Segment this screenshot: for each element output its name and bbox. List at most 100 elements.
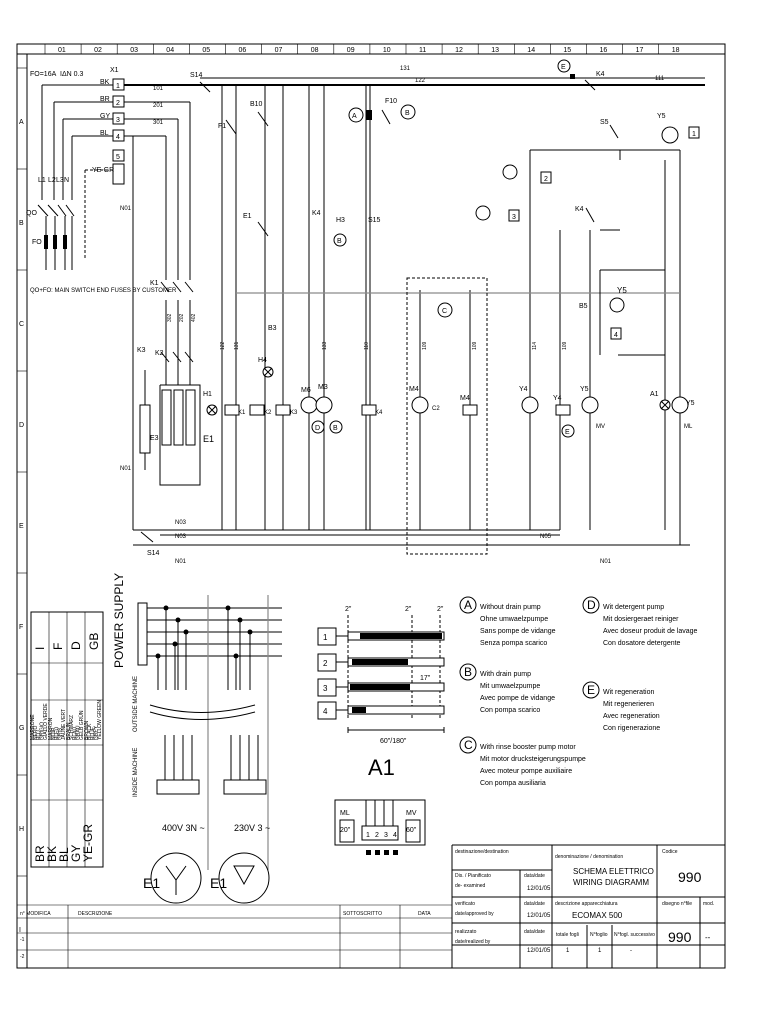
timing-row-2-bar: [352, 659, 408, 665]
power-supply-diagram: POWER SUPPLY OUTSIDE MACHINE INSIDE MACH…: [112, 573, 282, 904]
wire-bl-label: BL: [100, 130, 109, 137]
color-table-header-I: I: [33, 647, 47, 650]
timer-contact-box-1: [688, 126, 700, 139]
lamp-h3-label: A1: [650, 391, 659, 398]
column-header-16: 16: [600, 47, 608, 54]
svg-text:109: 109: [422, 341, 428, 350]
legend-key-A: A: [464, 598, 472, 612]
timer-contact-2: 2: [375, 832, 379, 839]
wire-201-label: 201: [153, 103, 164, 109]
column-header-11: 11: [419, 47, 426, 54]
legend-text-C-3: Con pompa ausiliaria: [480, 780, 546, 787]
legend-text-B-2: Avec pompe de vidange: [480, 695, 555, 702]
tb-code-label: Codice: [662, 849, 678, 855]
tb-destination-label: destinazione/destination: [455, 849, 509, 855]
relay-k4-coil: [361, 404, 377, 416]
capacitor-c2-label: C2: [432, 406, 440, 412]
tb-checked-label: verificato: [455, 901, 475, 907]
legend-key-B: B: [464, 665, 472, 679]
color-name-D-1: SCHWARZ: [69, 715, 75, 740]
timer-contact-box-3: [508, 209, 520, 222]
column-header-02: 02: [94, 47, 102, 54]
timer-mv-value: 60": [406, 827, 417, 834]
column-header-05: 05: [202, 47, 210, 54]
row-header-H: H: [19, 826, 24, 833]
legend-text-A-1: Ohne umwaelzpumpe: [480, 616, 548, 623]
tb-sheet-number: 1: [598, 948, 602, 954]
motor-m6-label: M6: [301, 387, 311, 394]
timer-a1-contact-2: [502, 164, 518, 180]
wire-n01-bottom-label: N01: [120, 466, 132, 472]
terminal-3-label: 3: [116, 117, 120, 124]
ground-label: YE-GR: [92, 167, 114, 174]
legend-marker-C: [459, 736, 477, 754]
heater-e3: [139, 404, 151, 454]
timer-contact-4-label: 4: [614, 332, 618, 339]
timer-mv-label: MV: [406, 810, 417, 817]
timer-a1-4-label: Y5: [617, 286, 627, 295]
wire-n05-label: N05: [540, 534, 552, 540]
timer-contact-4: 4: [393, 832, 397, 839]
main-switch-label: QO: [26, 210, 37, 217]
color-code-YE-GR: YE-GR: [81, 824, 95, 862]
wire-bk-label: BK: [100, 79, 110, 86]
legend-text-D-0: Wit detergent pump: [603, 604, 664, 611]
tb-date-3: 12/01/05: [527, 948, 551, 954]
supply-block: FO=16A IΔN 0.3 X1 1 2 3 4 5 BK BR GY BL …: [26, 67, 177, 294]
column-header-01: 01: [58, 47, 66, 54]
heater-element-1: [161, 389, 172, 446]
relay-k2-contact-label: K2: [155, 350, 164, 357]
timer-contact-2-label: 2: [544, 176, 548, 183]
terminal-1-label: 1: [116, 83, 120, 90]
tb-rev-2: -2: [20, 954, 25, 960]
timer-contact-box-4: [610, 327, 622, 340]
motor-ml-label: ML: [684, 424, 693, 430]
legend-text-C-0: With rinse booster pump motor: [480, 744, 576, 751]
option-e-marker-top: [557, 59, 571, 73]
timer-a1-top-label: Y5: [657, 113, 666, 120]
wire-131-label: 131: [400, 66, 411, 72]
tb-drawing-label: disegno n°file: [662, 901, 692, 907]
tb-next-sheet: -: [630, 948, 632, 954]
switch-e1-label: E1: [243, 213, 252, 220]
color-name-D-3: GRAU: [76, 725, 82, 740]
line-l3-label: L3: [56, 177, 64, 184]
line-l2-label: L2: [48, 177, 56, 184]
column-header-12: 12: [455, 47, 463, 54]
switch-s14-label: S14: [190, 72, 203, 79]
line-n-label: N: [64, 177, 69, 184]
legend-text-C-2: Avec moteur pompe auxiliaire: [480, 768, 572, 775]
svg-text:B: B: [333, 425, 338, 432]
column-header-04: 04: [166, 47, 174, 54]
lamp-h1-label: H1: [203, 391, 212, 398]
timing-17s-label: 17": [420, 675, 431, 682]
column-header-17: 17: [636, 47, 644, 54]
legend-text-E-3: Con rigenerazione: [603, 725, 660, 732]
wire-n01c-label: N01: [175, 559, 187, 565]
switch-s15-label: S5: [600, 119, 609, 126]
valve-y4-coil: [462, 404, 478, 416]
motor-m6: [300, 396, 318, 414]
color-name-F-2: BLEU: [54, 727, 60, 740]
color-code-BR: BR: [33, 845, 47, 862]
row-header-D: D: [19, 422, 24, 429]
pressure-b10-label: B10: [250, 101, 263, 108]
svg-text:109: 109: [562, 341, 568, 350]
color-name-I-2: BLU: [36, 730, 42, 740]
power-supply-title: POWER SUPPLY: [112, 573, 126, 668]
legend-text-B-1: Mit umwaelzpumpe: [480, 683, 540, 690]
tb-equipment-label: descrizione apparecchiatura: [555, 901, 618, 907]
timer-contact-1-label: 1: [692, 131, 696, 138]
relay-k4-top-label: K4: [596, 71, 605, 78]
legend-marker-E: [582, 681, 600, 699]
timing-row-3-label: 3: [323, 684, 328, 693]
thermostat-f1-label: F1: [218, 123, 226, 130]
tb-date-1: 12/01/05: [527, 886, 551, 892]
column-header-18: 18: [672, 47, 680, 54]
color-name-I-3: GRIGIO: [40, 722, 46, 740]
timer-cycle-diagram: 2" 2" 2" 1 2 3 4 17" 60"/180" A1 ML 20" …: [317, 606, 445, 855]
row-header-I: I: [19, 927, 21, 934]
heater-e3-label: E3: [150, 435, 159, 442]
